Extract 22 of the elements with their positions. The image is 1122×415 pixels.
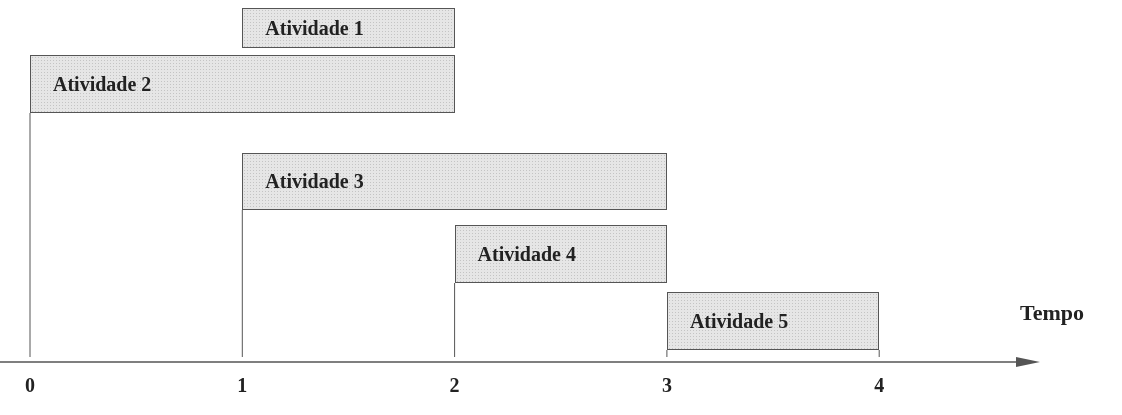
activity-label: Atividade 3	[265, 170, 364, 193]
tick-label: 0	[25, 374, 35, 397]
time-axis-arrow	[0, 357, 1040, 367]
axis-title: Tempo	[1020, 300, 1084, 326]
activity-bar	[454, 225, 667, 283]
activity-label: Atividade 1	[265, 16, 364, 40]
activity-label: Atividade 5	[689, 309, 789, 333]
tick-label: 1	[237, 374, 248, 397]
drop-line	[454, 282, 456, 358]
activity-bar	[30, 55, 455, 113]
tick-label: 4	[874, 374, 885, 397]
activity-label: Atividade 4	[477, 242, 576, 266]
drop-line	[666, 349, 668, 358]
activity-label: Atividade 2	[53, 72, 152, 96]
tick-label: 3	[661, 374, 672, 397]
activity-bar	[666, 292, 880, 350]
drop-line	[241, 209, 243, 358]
drop-line	[29, 112, 31, 358]
tick-label: 2	[449, 374, 460, 397]
activity-bar	[242, 153, 667, 210]
drop-line	[878, 349, 880, 358]
activity-bar	[242, 8, 455, 48]
